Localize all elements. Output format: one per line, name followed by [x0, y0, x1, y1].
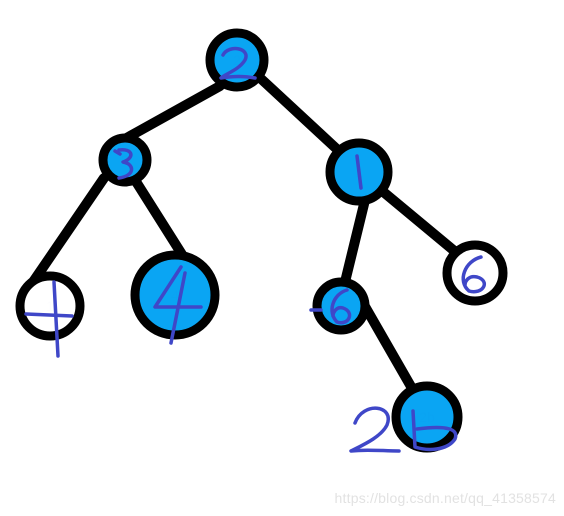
tree-node-label: 6	[337, 298, 345, 314]
tree-node-label: 4	[171, 287, 179, 303]
tree-nodes: 2 3 1 1 4 6 6 2b	[15, 28, 508, 453]
ink-stroke	[355, 154, 363, 190]
tree-node-label: 3	[121, 152, 129, 168]
tree-node-leaf-1: 1	[15, 271, 85, 358]
tree-node-handwritten-glyph	[219, 46, 257, 80]
tree-node-root: 2	[205, 28, 269, 92]
tree-node-handwritten-glyph	[309, 288, 352, 325]
ink-stroke	[52, 280, 60, 358]
tree-node-label: 1	[46, 298, 54, 314]
tree-node-handwritten-glyph	[24, 280, 74, 358]
ink-stroke	[24, 312, 74, 318]
tree-node-handwritten-glyph	[461, 255, 487, 294]
tree-node-label: 6	[471, 265, 479, 281]
tree-node-label: 2b	[419, 409, 435, 425]
tree-node-handwritten-glyph	[355, 154, 363, 190]
tree-node-label: 1	[355, 164, 363, 180]
tree-node-handwritten-glyph	[153, 265, 203, 345]
ink-stroke	[169, 271, 187, 345]
tree-node-handwritten-glyph	[113, 148, 134, 180]
tree-node-circle	[442, 240, 508, 306]
tree-node-circle	[205, 28, 269, 92]
ink-stroke	[113, 149, 122, 156]
ink-stroke	[411, 409, 458, 452]
tree-node-label: 2	[233, 52, 241, 68]
tree-edge-left-to-leaf-4	[130, 175, 188, 261]
tree-edge-right-to-mid-6	[340, 191, 371, 287]
tree-edge-right-to-leaf-6	[376, 185, 463, 259]
tree-node-leaf-2b: 2b	[349, 381, 463, 453]
tree-node-circle	[15, 271, 85, 341]
tree-node-circle	[130, 250, 220, 340]
tree-edge-left-to-leaf-1	[28, 173, 109, 287]
ink-stroke	[461, 255, 487, 294]
tree-edge-root-to-right	[253, 71, 345, 157]
tree-node-leaf-6: 6	[442, 240, 508, 306]
ink-stroke	[349, 406, 401, 453]
tree-edge-root-to-left	[118, 81, 225, 145]
tree-node-leaf-4: 4	[130, 250, 220, 345]
tree-edges	[28, 71, 463, 395]
ink-stroke	[330, 288, 352, 325]
tree-node-handwritten-glyph	[349, 406, 458, 453]
watermark: https://blog.csdn.net/qq_41358574	[334, 490, 556, 506]
tree-node-mid-6: 6	[309, 277, 370, 335]
ink-stroke	[153, 265, 203, 309]
tree-node-right: 1	[325, 138, 393, 206]
ink-stroke	[117, 148, 134, 180]
tree-node-left: 3	[98, 133, 152, 187]
ink-stroke	[219, 46, 257, 80]
